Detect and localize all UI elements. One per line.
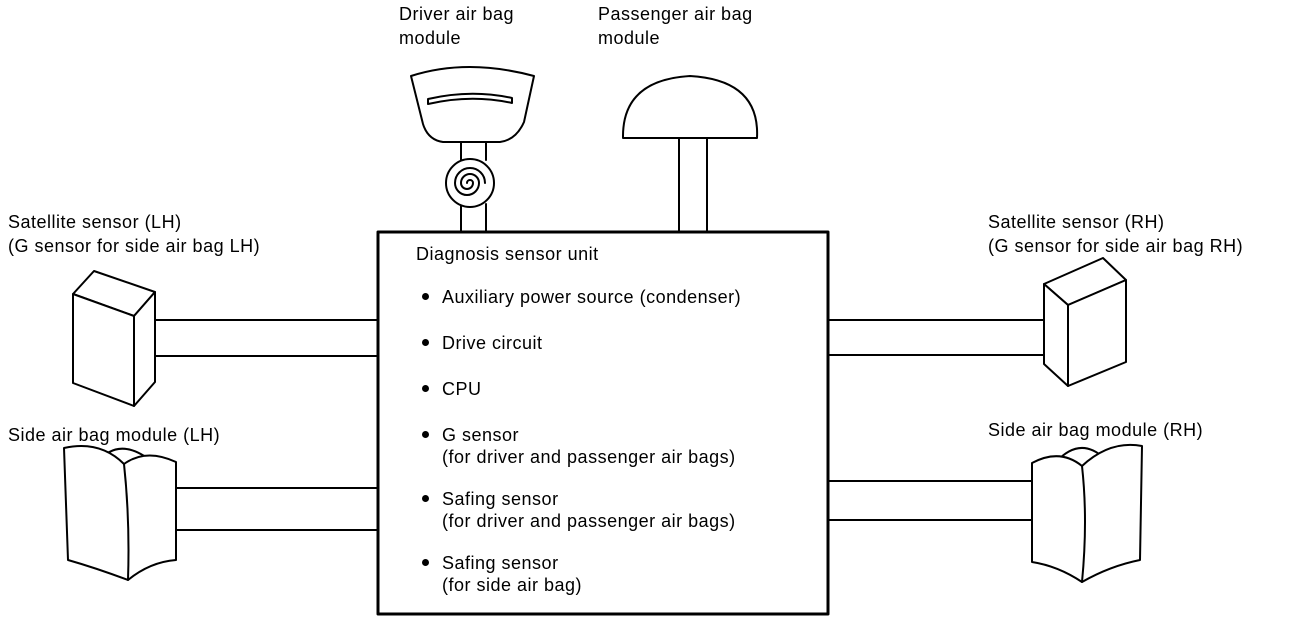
driver-airbag-label: Driver air bag module (399, 2, 514, 50)
component-name: Drive circuit (442, 333, 543, 353)
satellite-sensor-rh-label-line2: (G sensor for side air bag RH) (988, 236, 1244, 256)
component-name: G sensor (442, 425, 520, 445)
satellite-sensor-lh-label-line1: Satellite sensor (LH) (8, 212, 182, 232)
component-item: Safing sensor (for side air bag) (422, 552, 741, 596)
passenger-airbag-label: Passenger air bag module (598, 2, 753, 50)
component-item: Safing sensor (for driver and passenger … (422, 488, 741, 532)
satellite-sensor-lh-label: Satellite sensor (LH) (G sensor for side… (8, 210, 260, 258)
component-name: CPU (442, 379, 482, 399)
component-detail: (for driver and passenger air bags) (442, 447, 736, 467)
diagnosis-sensor-unit-components: Auxiliary power source (condenser) Drive… (422, 286, 741, 596)
component-item: Auxiliary power source (condenser) (422, 286, 741, 308)
driver-airbag-label-line2: module (399, 28, 462, 48)
component-detail: (for driver and passenger air bags) (442, 511, 736, 531)
component-item: G sensor (for driver and passenger air b… (422, 424, 741, 468)
passenger-airbag-label-line2: module (598, 28, 661, 48)
side-airbag-rh-label: Side air bag module (RH) (988, 420, 1204, 440)
component-item: Drive circuit (422, 332, 741, 354)
diagnosis-sensor-unit-title: Diagnosis sensor unit (416, 244, 599, 264)
driver-airbag-label-line1: Driver air bag (399, 4, 515, 24)
passenger-airbag-module-shape (621, 75, 759, 233)
component-name: Auxiliary power source (condenser) (442, 287, 742, 307)
satellite-sensor-lh-label-line2: (G sensor for side air bag LH) (8, 236, 261, 256)
side-airbag-lh-label: Side air bag module (LH) (8, 425, 221, 445)
satellite-sensor-rh-label-line1: Satellite sensor (RH) (988, 212, 1165, 232)
satellite-sensor-rh-shape (827, 257, 1127, 387)
satellite-sensor-lh-shape (72, 270, 379, 407)
component-item: CPU (422, 378, 741, 400)
side-airbag-module-lh-shape (63, 445, 379, 581)
component-name: Safing sensor (442, 489, 559, 509)
satellite-sensor-rh-label: Satellite sensor (RH) (G sensor for side… (988, 210, 1243, 258)
component-name: Safing sensor (442, 553, 559, 573)
side-airbag-module-rh-shape (827, 443, 1143, 583)
driver-airbag-module-shape (410, 66, 535, 233)
spiral-cable-icon (445, 158, 495, 208)
component-detail: (for side air bag) (442, 575, 583, 595)
passenger-airbag-label-line1: Passenger air bag (598, 4, 753, 24)
diagnosis-sensor-unit-box (376, 230, 830, 616)
